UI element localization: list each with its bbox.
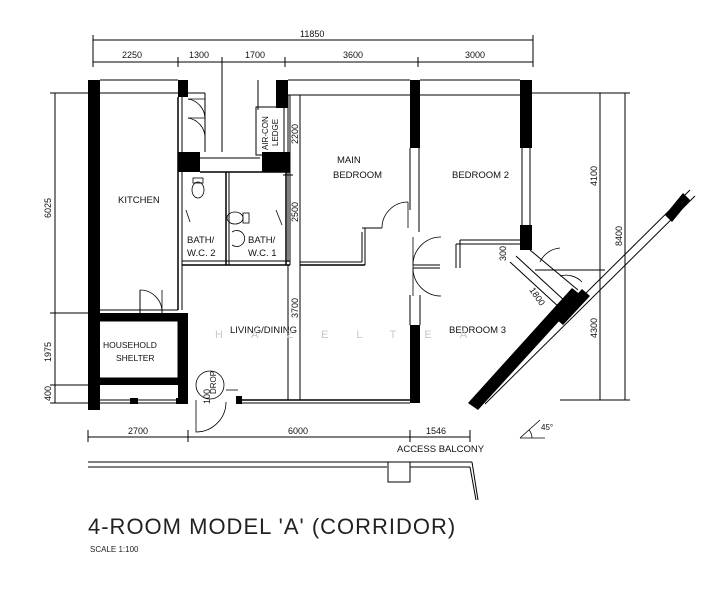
dim-left-6025: 6025	[43, 198, 53, 218]
room-kitchen: KITCHEN	[118, 195, 160, 206]
room-aircon-line1: AIR-CON	[261, 116, 270, 150]
walls	[88, 62, 696, 501]
label-angle: 45°	[541, 423, 553, 432]
plan-title: 4-ROOM MODEL 'A' (CORRIDOR)	[88, 514, 457, 539]
dim-top-2250: 2250	[122, 50, 142, 60]
room-labels: KITCHEN BATH/ W.C. 2 BATH/ W.C. 1 AIR-CO…	[103, 116, 553, 455]
dim-right-4100: 4100	[589, 166, 599, 186]
room-aircon-line2: LEDGE	[271, 119, 280, 146]
doors-and-fixtures	[139, 98, 583, 439]
dim-top-1300: 1300	[189, 50, 209, 60]
room-shelter-line1: HOUSEHOLD	[103, 340, 157, 350]
room-main-bedroom-line2: BEDROOM	[333, 170, 382, 181]
label-access-balcony: ACCESS BALCONY	[397, 444, 485, 455]
room-bedroom3: BEDROOM 3	[449, 325, 506, 336]
dim-bottom-2700: 2700	[128, 426, 148, 436]
dim-right-4300: 4300	[589, 318, 599, 338]
room-bath2-line1: BATH/	[187, 235, 215, 246]
dim-inner-3700: 3700	[290, 298, 300, 318]
room-refuse-drop: DROP	[209, 371, 218, 394]
dim-left-400: 400	[43, 386, 53, 401]
dim-top-1700: 1700	[245, 50, 265, 60]
dim-bottom-6000: 6000	[288, 426, 308, 436]
room-main-bedroom-line1: MAIN	[337, 155, 361, 166]
dim-top-3600: 3600	[343, 50, 363, 60]
dim-inner-300: 300	[498, 246, 508, 261]
room-living-dining: LIVING/DINING	[230, 325, 297, 336]
dim-overall-width: 11850	[300, 29, 324, 39]
room-bath1-line2: W.C. 1	[248, 248, 277, 259]
room-bedroom2: BEDROOM 2	[452, 170, 509, 181]
dim-inner-100: 100	[202, 389, 212, 404]
dim-bottom-1546: 1546	[426, 426, 446, 436]
dim-left-1975: 1975	[43, 342, 53, 362]
room-bath2-line2: W.C. 2	[187, 248, 216, 259]
dimension-lines: 11850 2250 1300 1700 3600 3000 6025 1975…	[43, 29, 630, 442]
dim-inner-2200: 2200	[290, 124, 300, 144]
dim-inner-1800: 1800	[527, 285, 547, 307]
dim-top-3000: 3000	[465, 50, 485, 60]
room-bath1-line1: BATH/	[248, 235, 276, 246]
room-shelter-line2: SHELTER	[116, 353, 155, 363]
watermark: HAZELTEA	[215, 329, 496, 341]
plan-scale: SCALE 1:100	[90, 545, 139, 554]
dim-inner-2500: 2500	[290, 202, 300, 222]
dim-right-8400: 8400	[614, 226, 624, 246]
